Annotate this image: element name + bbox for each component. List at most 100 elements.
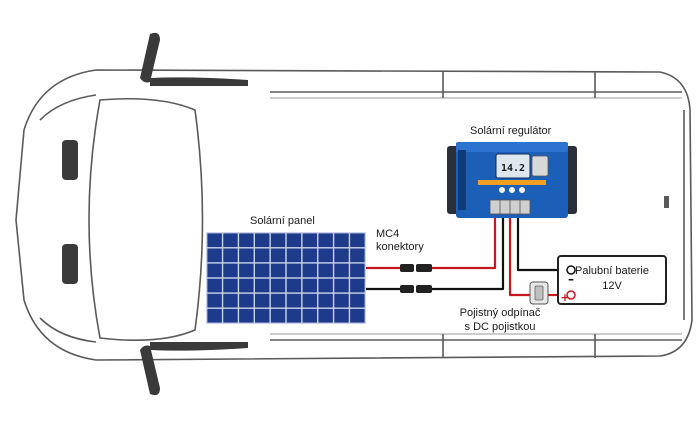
solar-cell [302, 308, 318, 323]
van-windshield [88, 97, 204, 342]
solar-cell [350, 233, 365, 248]
solar-panel-frame [206, 232, 366, 324]
mirror-bottom [140, 342, 248, 396]
mc4-connector-positive [400, 264, 432, 272]
label-fuse-line1: Pojistný odpínač [459, 307, 541, 319]
solar-cell [318, 278, 333, 293]
label-battery-line2: 12V [602, 280, 622, 292]
solar-cell [334, 263, 349, 278]
solar-cell [207, 233, 222, 248]
solar-cell [223, 278, 238, 293]
solar-cell [318, 233, 333, 248]
solar-cell [207, 293, 222, 308]
solar-cell [350, 293, 365, 308]
solar-cell [254, 263, 270, 278]
solar-cell [286, 293, 302, 308]
fuse-holder [529, 281, 549, 305]
solar-cell [239, 308, 254, 323]
solar-cell [239, 233, 254, 248]
regulator-button-1 [499, 187, 505, 193]
solar-cell [286, 263, 302, 278]
rear-detail [664, 196, 669, 208]
wire-mc4-negative-out [432, 212, 505, 291]
solar-cell [286, 248, 302, 263]
solar-cell [318, 263, 333, 278]
solar-cell [334, 278, 349, 293]
regulator-button-2 [509, 187, 515, 193]
solar-panel [206, 232, 366, 324]
solar-cell [334, 233, 349, 248]
solar-cell [270, 248, 286, 263]
regulator-display-reading: 14.2 [501, 163, 525, 174]
solar-cell [254, 248, 270, 263]
solar-cell [318, 308, 333, 323]
solar-cell [207, 248, 222, 263]
solar-cell [270, 308, 286, 323]
label-battery-line1: Palubní baterie [575, 265, 649, 277]
solar-cell [302, 248, 318, 263]
solar-cell [239, 263, 254, 278]
van-hood-line-2 [39, 317, 97, 343]
regulator-port-block [531, 155, 549, 177]
solar-cell [223, 308, 238, 323]
front-light-bottom [62, 244, 78, 284]
solar-cell [223, 263, 238, 278]
regulator-left-strip [458, 150, 466, 210]
solar-cell [254, 308, 270, 323]
solar-cell [334, 293, 349, 308]
solar-cell [302, 293, 318, 308]
solar-cell [302, 233, 318, 248]
solar-cell [254, 233, 270, 248]
solar-cell [270, 293, 286, 308]
solar-cell [318, 248, 333, 263]
solar-cell [350, 248, 365, 263]
solar-cell [334, 308, 349, 323]
battery: – + [557, 255, 667, 305]
solar-cell [350, 278, 365, 293]
wire-battery-positive [508, 212, 530, 297]
solar-cell [223, 293, 238, 308]
van-hood-line [39, 94, 97, 121]
solar-cell [286, 278, 302, 293]
minus-icon: – [568, 272, 574, 286]
solar-cell [239, 293, 254, 308]
mirror-top [140, 32, 248, 86]
label-mc4-line1: MC4 [376, 228, 400, 240]
label-solar-regulator: Solární regulátor [470, 125, 552, 137]
battery-box [557, 255, 667, 305]
wiring [366, 212, 564, 297]
solar-cell [350, 308, 365, 323]
solar-cell [350, 263, 365, 278]
regulator-button-3 [519, 187, 525, 193]
battery-terminal-positive [566, 290, 576, 300]
solar-cell [270, 278, 286, 293]
plus-icon: + [560, 291, 569, 304]
solar-cell [318, 293, 333, 308]
solar-cell [334, 248, 349, 263]
van-outline [15, 69, 693, 361]
solar-cell [254, 293, 270, 308]
van-body [15, 69, 693, 361]
solar-cell [207, 278, 222, 293]
label-fuse-line2: s DC pojistkou [464, 321, 536, 333]
solar-cell [207, 308, 222, 323]
regulator-top-strip [456, 142, 568, 152]
label-mc4-line2: konektory [376, 241, 424, 253]
wire-battery-negative [516, 212, 564, 272]
solar-cell [239, 248, 254, 263]
solar-cell [302, 263, 318, 278]
mc4-connector-negative [400, 285, 432, 293]
front-light-top [62, 140, 78, 180]
solar-cell [270, 233, 286, 248]
solar-regulator: 14.2 [447, 142, 577, 218]
solar-cell [223, 233, 238, 248]
solar-cell [207, 263, 222, 278]
solar-cell [223, 248, 238, 263]
solar-cell [254, 278, 270, 293]
solar-cell [302, 278, 318, 293]
solar-cell [270, 263, 286, 278]
solar-cell [286, 233, 302, 248]
solar-cell [286, 308, 302, 323]
battery-terminal-negative [566, 265, 576, 275]
